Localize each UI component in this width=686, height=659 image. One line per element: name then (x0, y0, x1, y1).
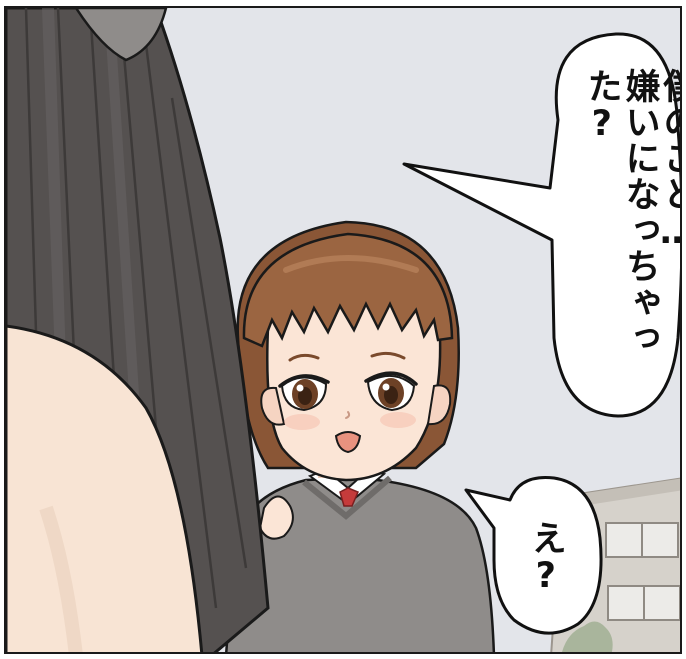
speech-bubble-small (464, 475, 603, 635)
speech-line: 嫌いになっちゃった? (581, 68, 660, 356)
comic-panel: 僕のこと… 嫌いになっちゃった? え? (4, 6, 682, 654)
panel-illustration (6, 8, 680, 652)
boy-mouth (334, 431, 362, 454)
boy-eye-left (278, 374, 330, 412)
speech-text-main: 僕のこと… 嫌いになっちゃった? (581, 68, 682, 398)
boy-ear (426, 384, 452, 426)
bush (562, 621, 613, 652)
speech-line: え? (525, 520, 566, 597)
boy-hair-front (242, 232, 454, 348)
boy-eye-right (364, 371, 418, 412)
girl-leg (6, 324, 204, 652)
speech-bubble-main (402, 32, 680, 418)
speech-text-small: え? (525, 520, 566, 650)
girl-sweater (74, 8, 168, 62)
boy-ear (260, 386, 286, 426)
speech-line: 僕のこと… (657, 68, 682, 253)
